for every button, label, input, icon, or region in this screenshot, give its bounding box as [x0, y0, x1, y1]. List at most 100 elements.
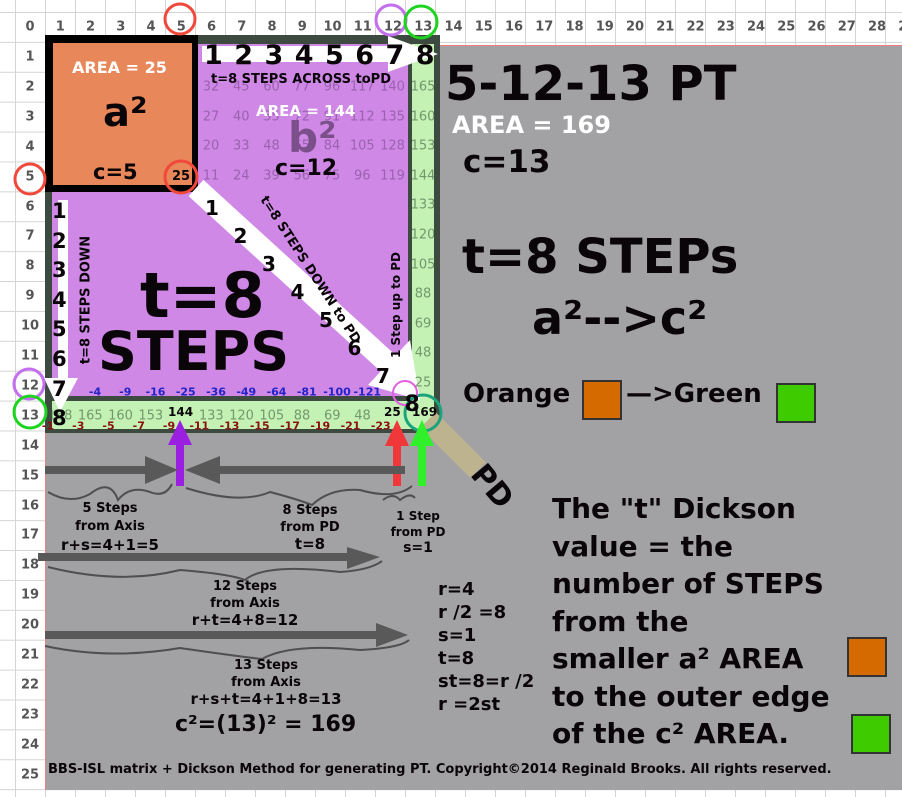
- column-label: 5: [176, 19, 186, 35]
- across-step-number: 6: [355, 40, 375, 71]
- diagonal-step-number: 5: [319, 308, 333, 332]
- diagonal-step-number: 6: [347, 336, 362, 360]
- matrix-cell: 39: [263, 168, 280, 184]
- matrix-cell: 45: [232, 79, 250, 95]
- a-squared-symbol: a²: [103, 90, 148, 136]
- circle-row12: [12, 367, 46, 401]
- row-label: 17: [20, 527, 40, 543]
- matrix-cell: 77: [293, 79, 311, 95]
- across-arrow: [202, 46, 392, 62]
- column-label: 1: [55, 19, 65, 35]
- green-column-cell: 153: [410, 138, 436, 154]
- matrix-cell: 117: [349, 79, 375, 95]
- column-label: 24: [746, 19, 766, 35]
- column-label: 0: [25, 19, 35, 35]
- odd-number-value: -17: [280, 419, 300, 433]
- step-up-label: 1 Step up to PD: [389, 251, 403, 359]
- down-step-number: 1: [52, 199, 67, 223]
- odd-number-value: -1: [41, 419, 55, 433]
- column-label: 18: [565, 19, 584, 35]
- row-label: 3: [25, 109, 35, 125]
- row-label: 23: [20, 707, 40, 723]
- down-step-number: 3: [52, 258, 67, 283]
- green-column-cell: 69: [414, 316, 432, 332]
- row-label: 4: [25, 139, 35, 155]
- matrix-cell: 60: [263, 79, 280, 95]
- footer-copyright: BBS-ISL matrix + Dickson Method for gene…: [48, 762, 832, 777]
- green-column-cell: 88: [414, 286, 432, 302]
- across-label: t=8 STEPS ACROSS toPD: [211, 72, 392, 87]
- green-label: —>Green: [626, 379, 762, 409]
- braces: [44, 483, 416, 661]
- row-label: 13: [20, 408, 40, 424]
- row-label: 9: [25, 288, 35, 304]
- negative-square-value: -25: [175, 385, 196, 399]
- column-label: 27: [837, 19, 856, 35]
- value-169: 169: [412, 405, 438, 419]
- row-label: 5: [25, 169, 35, 185]
- across-step-number: 2: [234, 40, 254, 71]
- column-label: 6: [206, 19, 217, 35]
- green-swatch-2: [851, 714, 891, 754]
- a-square-area: [53, 43, 192, 185]
- orange-swatch-2: [847, 637, 887, 677]
- green-column-cell: 160: [410, 109, 436, 125]
- matrix-cell: 75: [323, 168, 341, 184]
- circle-col5: [163, 2, 197, 36]
- c-area-label: AREA = 169: [452, 111, 611, 139]
- matrix-cell: 84: [323, 138, 341, 154]
- matrix-cell: 48: [263, 138, 280, 154]
- a2-to-c2: a²-->c²: [532, 291, 708, 345]
- t-steps-heading: t=8 STEPs: [462, 229, 739, 285]
- odd-number-value: -3: [72, 419, 85, 433]
- value-144: 144: [168, 405, 194, 419]
- row-label: 20: [20, 617, 40, 633]
- across-step-number: 7: [385, 40, 405, 71]
- circle-pd: [392, 380, 418, 406]
- matrix-cell: 33: [232, 138, 250, 154]
- arrow-up-red: [385, 420, 409, 486]
- column-label: 2: [85, 19, 96, 35]
- column-label: 22: [686, 19, 705, 35]
- negative-square-value: -4: [88, 385, 102, 399]
- column-label: 23: [716, 19, 735, 35]
- green-row-cell: 88: [293, 408, 311, 424]
- row-label: 1: [25, 49, 35, 65]
- orange-swatch: [582, 380, 622, 420]
- matrix-cell: 96: [353, 168, 371, 184]
- negative-square-value: -36: [206, 385, 226, 399]
- down-label: t=8 STEPS DOWN: [78, 235, 94, 365]
- down-step-number: 6: [52, 347, 67, 371]
- green-column-cell: 48: [414, 345, 432, 361]
- green-column: [412, 44, 434, 429]
- column-label: 16: [504, 19, 524, 35]
- circle-col13: [403, 4, 439, 40]
- matrix-cell: 72: [293, 109, 311, 125]
- across-step-number: 5: [325, 40, 344, 71]
- diagonal-step-number: 4: [290, 280, 305, 304]
- green-swatch: [776, 383, 816, 423]
- pd-bar: [420, 412, 486, 478]
- circle-row13: [12, 394, 48, 430]
- matrix-cell: 40: [232, 109, 250, 125]
- green-row-cell: 153: [138, 408, 164, 424]
- negative-square-value: -9: [119, 385, 132, 399]
- green-column-cell: 144: [410, 168, 436, 184]
- row-label: 14: [20, 438, 40, 454]
- row-label: 7: [25, 228, 35, 244]
- odd-number-value: -21: [340, 419, 361, 433]
- row-label: 21: [20, 647, 40, 663]
- matrix-cell: 20: [202, 138, 220, 154]
- column-label: 10: [323, 19, 342, 35]
- diagonal-step-number: 3: [262, 252, 276, 276]
- matrix-cell: 140: [380, 79, 405, 95]
- column-label: 26: [807, 19, 826, 35]
- matrix-cell: 56: [293, 168, 311, 184]
- column-label: 19: [595, 19, 614, 35]
- column-label: 17: [535, 19, 554, 35]
- arrow-up-purple: [168, 420, 192, 486]
- row-label: 24: [20, 737, 40, 753]
